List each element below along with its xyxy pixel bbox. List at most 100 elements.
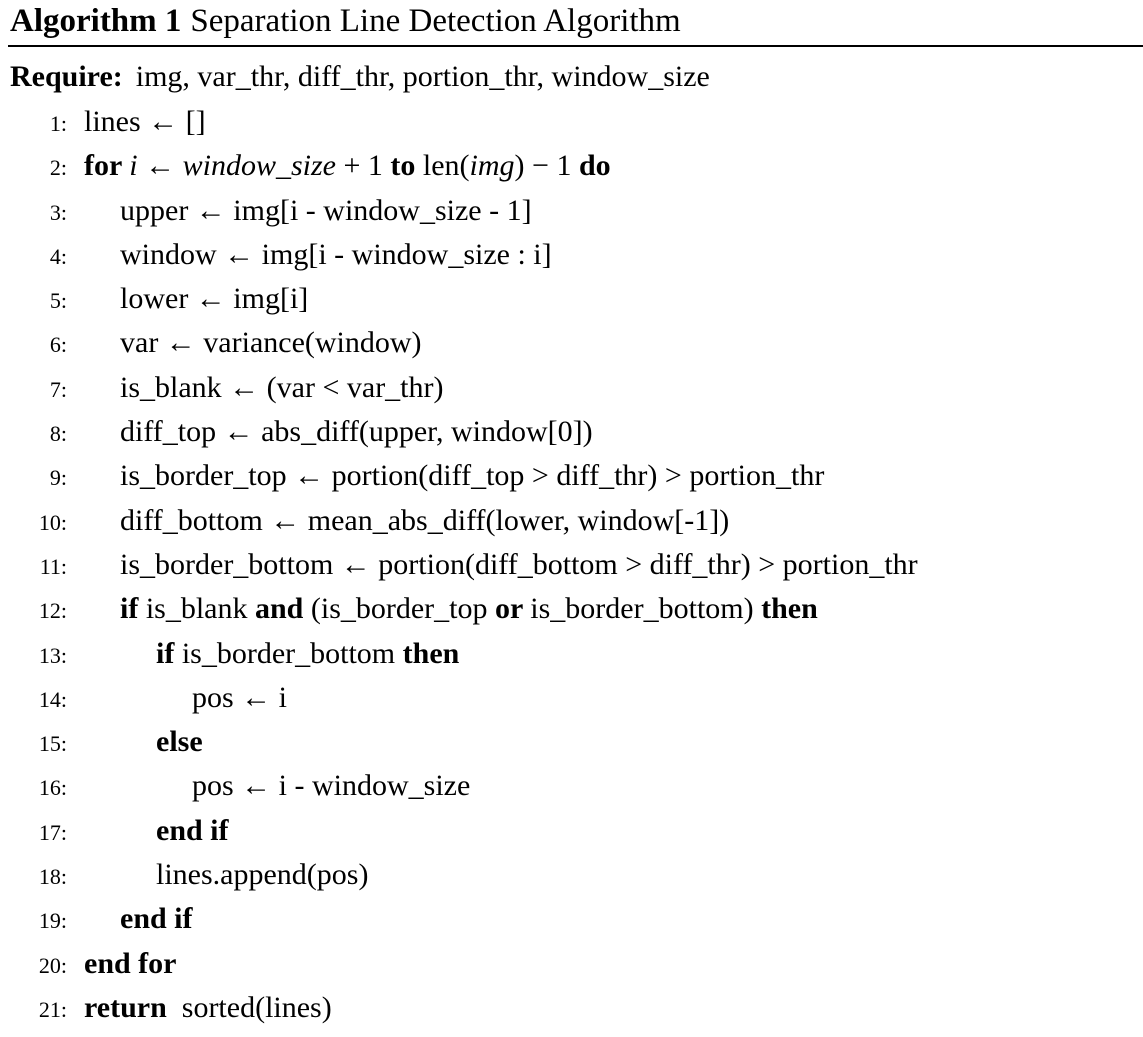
line-number: 20: xyxy=(38,952,67,978)
line-number: 7: xyxy=(49,376,67,402)
line-code: return sorted(lines) xyxy=(84,991,332,1024)
algorithm-number-label: Algorithm 1 xyxy=(10,3,182,39)
code-text: (is_border_top xyxy=(310,592,496,626)
code-line-3: 3: upper ← img[i - window_size - 1] xyxy=(0,189,1143,233)
code-line-12: 12: if is_blank and (is_border_top or is_… xyxy=(0,587,1143,631)
line-code: else xyxy=(156,725,203,758)
line-number: 5: xyxy=(49,288,67,314)
code-line-20: 20: end for xyxy=(0,942,1143,986)
line-code: is_blank ← (var < var_thr) xyxy=(120,371,444,404)
line-number: 6: xyxy=(49,332,67,358)
code-line-4: 4: window ← img[i - window_size : i] xyxy=(0,233,1143,277)
code-line-5: 5: lower ← img[i] xyxy=(0,277,1143,321)
code-line-2: 2:for i ← window_size + 1 to len(img) − … xyxy=(0,144,1143,188)
code-text: pos ← i xyxy=(192,680,288,714)
line-code: pos ← i - window_size xyxy=(192,769,470,802)
code-text: upper ← img[i - window_size - 1] xyxy=(120,193,532,227)
line-code: lines.append(pos) xyxy=(156,858,368,891)
line-number: 16: xyxy=(38,775,67,801)
keyword: or xyxy=(495,592,531,626)
code-line-10: 10:diff_bottom ← mean_abs_diff(lower, wi… xyxy=(0,499,1143,543)
require-arguments: img, var_thr, diff_thr, portion_thr, win… xyxy=(135,60,710,93)
code-text: var ← variance(window) xyxy=(120,326,422,360)
math-variable: img xyxy=(469,149,515,183)
line-number: 9: xyxy=(49,465,67,491)
code-line-7: 7: is_blank ← (var < var_thr) xyxy=(0,366,1143,410)
line-code: is_border_bottom ← portion(diff_bottom >… xyxy=(120,548,918,581)
code-text: is_border_bottom xyxy=(181,636,403,670)
line-code: end if xyxy=(156,814,229,847)
line-number: 2: xyxy=(49,155,67,181)
line-code: diff_bottom ← mean_abs_diff(lower, windo… xyxy=(120,504,729,537)
math-variable: i xyxy=(129,149,138,183)
code-line-21: 21: return sorted(lines) xyxy=(0,986,1143,1030)
code-line-8: 8: diff_top ← abs_diff(upper, window[0]) xyxy=(0,410,1143,454)
line-code: if is_blank and (is_border_top or is_bor… xyxy=(120,592,818,625)
code-text: + 1 xyxy=(335,149,391,183)
line-number: 18: xyxy=(38,864,67,890)
code-text: is_border_bottom ← portion(diff_bottom >… xyxy=(120,547,918,581)
line-number: 11: xyxy=(39,553,67,579)
line-code: upper ← img[i - window_size - 1] xyxy=(120,194,532,227)
line-number: 4: xyxy=(49,243,67,269)
code-line-17: 17:end if xyxy=(0,809,1143,853)
code-line-13: 13: if is_border_bottom then xyxy=(0,632,1143,676)
code-line-19: 19:end if xyxy=(0,897,1143,941)
keyword: end if xyxy=(156,813,229,847)
code-line-16: 16: pos ← i - window_size xyxy=(0,764,1143,808)
line-code: if is_border_bottom then xyxy=(156,637,459,670)
code-text: diff_bottom ← mean_abs_diff(lower, windo… xyxy=(120,503,730,537)
line-number: 12: xyxy=(38,598,67,624)
require-line: Require: img, var_thr, diff_thr, portion_… xyxy=(10,59,1143,95)
keyword: if xyxy=(120,592,146,626)
line-number: 3: xyxy=(49,199,67,225)
code-line-11: 11: is_border_bottom ← portion(diff_botto… xyxy=(0,543,1143,587)
line-code: for i ← window_size + 1 to len(img) − 1 … xyxy=(84,149,611,182)
line-code: end for xyxy=(84,947,177,980)
title-rule xyxy=(8,45,1143,47)
code-line-1: 1: lines ← [] xyxy=(0,100,1143,144)
code-text: sorted(lines) xyxy=(166,990,332,1024)
line-code: diff_top ← abs_diff(upper, window[0]) xyxy=(120,415,593,448)
code-text: ← xyxy=(137,149,183,183)
line-code: end if xyxy=(120,902,193,935)
code-text: is_border_bottom) xyxy=(530,592,762,626)
line-number: 21: xyxy=(38,996,67,1022)
algorithm-body: 1:lines ← []2:for i ← window_size + 1 to… xyxy=(0,100,1143,1030)
keyword: to xyxy=(390,149,416,183)
code-line-18: 18: lines.append(pos) xyxy=(0,853,1143,897)
line-number: 8: xyxy=(49,421,67,447)
line-code: pos ← i xyxy=(192,681,287,714)
keyword: for xyxy=(84,149,130,183)
code-text: is_blank ← (var < var_thr) xyxy=(120,370,444,404)
line-number: 1: xyxy=(49,111,67,136)
code-line-14: 14: pos ← i xyxy=(0,676,1143,720)
code-text: lines ← [] xyxy=(84,105,206,138)
line-code: lower ← img[i] xyxy=(120,282,308,315)
line-number: 14: xyxy=(38,686,67,712)
keyword: end for xyxy=(84,946,177,980)
line-number: 13: xyxy=(38,642,67,668)
code-text: pos ← i - window_size xyxy=(192,769,471,803)
code-line-9: 9: is_border_top ← portion(diff_top > dif… xyxy=(0,454,1143,498)
code-text: len( xyxy=(415,149,470,183)
keyword: and xyxy=(255,592,311,626)
line-code: var ← variance(window) xyxy=(120,326,422,359)
algorithm-name: Separation Line Detection Algorithm xyxy=(190,3,681,39)
line-number: 15: xyxy=(38,731,67,757)
line-code: lines ← [] xyxy=(84,105,206,138)
code-text: is_blank xyxy=(145,592,255,626)
code-text: window ← img[i - window_size : i] xyxy=(120,237,552,271)
code-text: diff_top ← abs_diff(upper, window[0]) xyxy=(120,415,593,449)
keyword: if xyxy=(156,636,182,670)
line-code: is_border_top ← portion(diff_top > diff_… xyxy=(120,459,824,492)
code-text: ) − 1 xyxy=(514,149,579,183)
code-text: lines.append(pos) xyxy=(156,858,369,892)
require-keyword: Require: xyxy=(10,60,123,93)
keyword: then xyxy=(402,636,460,670)
keyword: do xyxy=(578,149,611,183)
code-text: is_border_top ← portion(diff_top > diff_… xyxy=(120,459,825,493)
keyword: end if xyxy=(120,902,193,936)
